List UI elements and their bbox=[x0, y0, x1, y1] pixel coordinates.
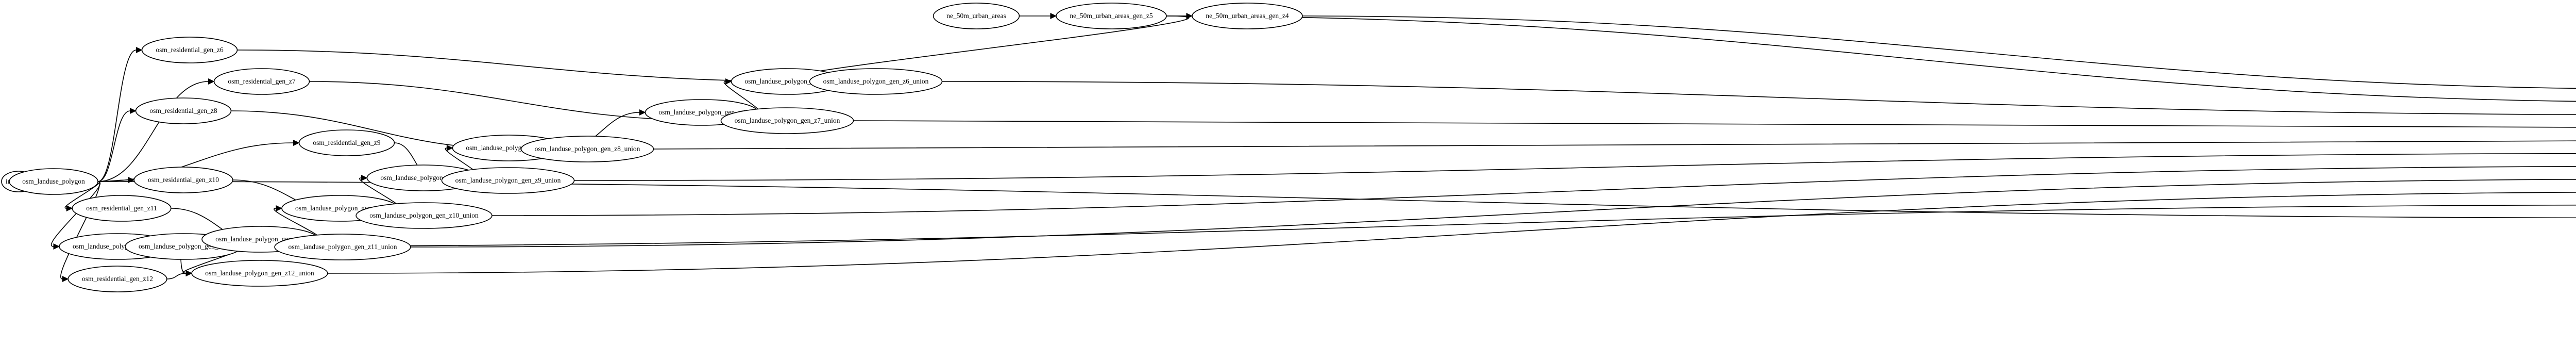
node-label-osm_landuse_polygon_gen_z10_union: osm_landuse_polygon_gen_z10_union bbox=[369, 211, 479, 219]
node-label-osm_landuse_polygon_gen_z7: osm_landuse_polygon_gen_z7 bbox=[658, 108, 744, 116]
node-ellipse-ne_50m_urban_areas bbox=[933, 3, 1020, 29]
node-ellipse-ne_50m_urban_areas_gen_z5 bbox=[1056, 3, 1167, 29]
node-osm_residential_gen_z9[interactable]: osm_residential_gen_z9 bbox=[298, 129, 395, 156]
node-osm_landuse_polygon_gen_z6_union[interactable]: osm_landuse_polygon_gen_z6_union bbox=[809, 68, 943, 95]
edge-osm_landuse_polygon_gen_z8_union-to-layer_landuse_z8 bbox=[653, 140, 2576, 150]
node-ellipse-osm_residential_gen_z12 bbox=[67, 266, 167, 292]
edge-osm_residential_gen_z7-to-osm_landuse_polygon_gen_z7_union bbox=[309, 81, 716, 121]
node-osm_landuse_polygon_gen_z12_union[interactable]: osm_landuse_polygon_gen_z12_union bbox=[191, 260, 328, 287]
edge-arrowhead bbox=[639, 109, 646, 116]
node-label-osm_residential_gen_z8: osm_residential_gen_z8 bbox=[149, 107, 217, 114]
node-label-osm_residential_gen_z9: osm_residential_gen_z9 bbox=[313, 139, 380, 146]
node-label-osm_landuse_polygon_gen_z8_union: osm_landuse_polygon_gen_z8_union bbox=[535, 145, 640, 153]
node-ellipse-osm_landuse_polygon_gen_z7_union bbox=[720, 107, 854, 134]
edge-osm_landuse_polygon-to-osm_landuse_polygon_gen_z13 bbox=[51, 181, 100, 247]
edge-osm_landuse_polygon-to-osm_residential_gen_z8 bbox=[97, 110, 130, 182]
edge-osm_landuse_polygon_gen_z6_union-to-layer_landuse_z6 bbox=[942, 81, 2576, 115]
node-osm_residential_gen_z8[interactable]: osm_residential_gen_z8 bbox=[135, 97, 232, 124]
node-ellipse-osm_landuse_polygon_gen_z6_union bbox=[809, 68, 943, 95]
edge-arrowhead bbox=[62, 276, 69, 282]
edge-osm_residential_gen_z12-to-osm_landuse_polygon_gen_z12_union bbox=[166, 273, 187, 279]
node-osm_landuse_polygon_gen_z11_union[interactable]: osm_landuse_polygon_gen_z11_union bbox=[274, 234, 411, 260]
node-osm_residential_gen_z11[interactable]: osm_residential_gen_z11 bbox=[72, 195, 172, 222]
edge-ne_50m_urban_areas_gen_z4-to-layer_landuse_z4 bbox=[1302, 15, 2576, 89]
edge-osm_landuse_polygon_gen_z11_union-to-layer_landuse_z11 bbox=[410, 179, 2576, 248]
node-osm_residential_gen_z6[interactable]: osm_residential_gen_z6 bbox=[141, 37, 238, 63]
node-ellipse-osm_residential_gen_z10 bbox=[133, 167, 233, 193]
node-ellipse-ne_50m_urban_areas_gen_z4 bbox=[1192, 3, 1303, 29]
edge-arrowhead bbox=[446, 145, 453, 151]
node-label-osm_residential_gen_z12: osm_residential_gen_z12 bbox=[82, 275, 153, 283]
edge-arrowhead bbox=[208, 78, 215, 85]
node-label-osm_landuse_polygon: osm_landuse_polygon bbox=[22, 177, 85, 185]
edge-arrowhead bbox=[361, 175, 368, 181]
edge-osm_landuse_polygon-to-osm_residential_gen_z7 bbox=[97, 81, 209, 182]
node-osm_landuse_polygon_gen_z10_union[interactable]: osm_landuse_polygon_gen_z10_union bbox=[355, 202, 493, 229]
node-ellipse-osm_residential_gen_z11 bbox=[72, 195, 172, 222]
node-osm_residential_gen_z10[interactable]: osm_residential_gen_z10 bbox=[133, 167, 233, 193]
node-osm_landuse_polygon[interactable]: osm_landuse_polygon bbox=[9, 168, 98, 195]
edge-arrowhead bbox=[66, 205, 73, 211]
node-osm_landuse_polygon_gen_z6[interactable]: osm_landuse_polygon_gen_z6 bbox=[731, 68, 845, 95]
node-label-ne_50m_urban_areas: ne_50m_urban_areas bbox=[946, 12, 1006, 20]
node-label-osm_landuse_polygon_gen_z9_union: osm_landuse_polygon_gen_z9_union bbox=[455, 176, 561, 184]
edge-arrowhead bbox=[136, 47, 143, 53]
node-label-osm_residential_gen_z7: osm_residential_gen_z7 bbox=[228, 77, 295, 85]
node-label-osm_residential_gen_z11: osm_residential_gen_z11 bbox=[86, 204, 157, 212]
node-ellipse-osm_residential_gen_z7 bbox=[213, 68, 310, 95]
node-label-ne_50m_urban_areas_gen_z5: ne_50m_urban_areas_gen_z5 bbox=[1070, 12, 1153, 20]
node-layer: imposm3osm_landuse_polygonosm_residentia… bbox=[1, 3, 1303, 292]
edge-arrowhead bbox=[130, 108, 137, 114]
node-ellipse-osm_landuse_polygon_gen_z10_union bbox=[355, 202, 493, 229]
edge-osm_residential_gen_z6-to-osm_landuse_polygon_gen_z6_union bbox=[237, 50, 804, 82]
node-label-ne_50m_urban_areas_gen_z4: ne_50m_urban_areas_gen_z4 bbox=[1206, 12, 1289, 20]
node-ellipse-osm_residential_gen_z8 bbox=[135, 97, 232, 124]
edge-osm_landuse_polygon_gen_z13-to-layer_landuse_z13 bbox=[175, 204, 2576, 247]
edge-arrowhead bbox=[725, 78, 732, 85]
edge-osm_landuse_polygon_gen_z12_union-to-layer_landuse_z12 bbox=[327, 192, 2576, 274]
node-ellipse-osm_landuse_polygon_gen_z9_union bbox=[441, 167, 575, 194]
node-label-osm_landuse_polygon_gen_z11_union: osm_landuse_polygon_gen_z11_union bbox=[289, 243, 397, 251]
node-osm_residential_gen_z12[interactable]: osm_residential_gen_z12 bbox=[67, 266, 167, 292]
node-ellipse-osm_landuse_polygon bbox=[9, 168, 98, 195]
edge-osm_landuse_polygon_gen_z10_union-to-layer_landuse_z10 bbox=[492, 166, 2576, 216]
node-osm_landuse_polygon_gen_z7_union[interactable]: osm_landuse_polygon_gen_z7_union bbox=[720, 107, 854, 134]
node-osm_landuse_polygon_gen_z9_union[interactable]: osm_landuse_polygon_gen_z9_union bbox=[441, 167, 575, 194]
node-ellipse-osm_landuse_polygon_gen_z8_union bbox=[520, 136, 654, 162]
edge-arrowhead bbox=[185, 270, 193, 276]
edge-arrowhead bbox=[53, 243, 60, 250]
node-osm_landuse_polygon_gen_z8_union[interactable]: osm_landuse_polygon_gen_z8_union bbox=[520, 136, 654, 162]
edge-arrowhead bbox=[293, 140, 300, 146]
node-label-osm_landuse_polygon_gen_z7_union: osm_landuse_polygon_gen_z7_union bbox=[735, 117, 840, 124]
edge-osm_landuse_polygon-to-osm_residential_gen_z6 bbox=[97, 50, 137, 182]
node-ellipse-osm_residential_gen_z6 bbox=[141, 37, 238, 63]
edge-ne_50m_urban_areas_gen_z5-to-layer_landuse_z5 bbox=[1166, 15, 2576, 102]
edge-arrowhead bbox=[1050, 13, 1057, 19]
node-label-osm_residential_gen_z10: osm_residential_gen_z10 bbox=[148, 176, 219, 184]
node-label-osm_landuse_polygon_gen_z6_union: osm_landuse_polygon_gen_z6_union bbox=[823, 77, 929, 85]
node-ellipse-osm_landuse_polygon_gen_z11_union bbox=[274, 234, 411, 260]
node-ellipse-osm_landuse_polygon_gen_z12_union bbox=[191, 260, 328, 287]
edge-arrowhead bbox=[276, 205, 283, 211]
node-ne_50m_urban_areas_gen_z5[interactable]: ne_50m_urban_areas_gen_z5 bbox=[1056, 3, 1167, 29]
edge-osm_landuse_polygon_gen_z7_union-to-layer_landuse_z7 bbox=[853, 120, 2576, 128]
node-label-osm_residential_gen_z6: osm_residential_gen_z6 bbox=[156, 46, 223, 54]
node-ne_50m_urban_areas_gen_z4[interactable]: ne_50m_urban_areas_gen_z4 bbox=[1192, 3, 1303, 29]
node-ellipse-osm_residential_gen_z9 bbox=[298, 129, 395, 156]
node-ne_50m_urban_areas[interactable]: ne_50m_urban_areas bbox=[933, 3, 1020, 29]
node-osm_residential_gen_z7[interactable]: osm_residential_gen_z7 bbox=[213, 68, 310, 95]
edge-osm_landuse_polygon_gen_z9_union-to-layer_landuse_z9 bbox=[574, 153, 2576, 181]
node-label-osm_landuse_polygon_gen_z6: osm_landuse_polygon_gen_z6 bbox=[744, 77, 831, 85]
node-label-osm_landuse_polygon_gen_z12_union: osm_landuse_polygon_gen_z12_union bbox=[205, 269, 314, 277]
